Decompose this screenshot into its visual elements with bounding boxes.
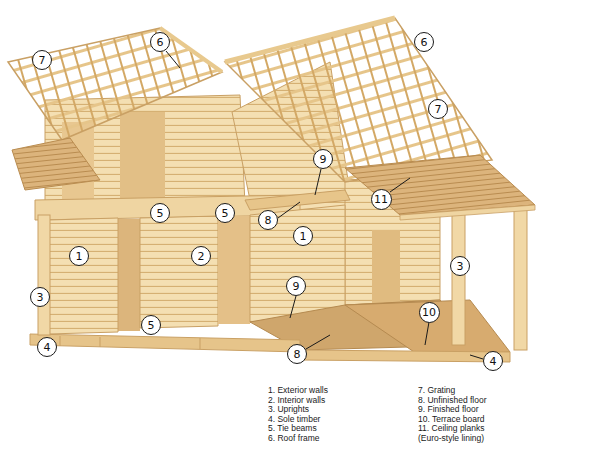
- callout-circle: 5: [150, 203, 170, 223]
- legend-entry: 10. Terrace board: [418, 415, 484, 425]
- callout-number: 6: [421, 37, 428, 48]
- legend-entry: 7. Grating: [418, 386, 455, 396]
- callout-circle: 9: [313, 149, 333, 169]
- callout-circle: 3: [30, 287, 50, 307]
- callout-circle: 8: [258, 210, 278, 230]
- callout-number: 6: [157, 37, 164, 48]
- legend-entry: 4. Sole timber: [268, 415, 320, 425]
- callout-number: 2: [198, 251, 205, 262]
- callout-circle: 4: [37, 337, 57, 357]
- callout-number: 5: [222, 208, 229, 219]
- legend-entry: 5. Tie beams: [268, 424, 317, 434]
- legend-entry: 11. Ceiling planks (Euro-style lining): [418, 424, 510, 443]
- callout-circle: 9: [286, 276, 306, 296]
- callout-circle: 2: [191, 246, 211, 266]
- callout-circle: 3: [450, 256, 470, 276]
- callout-number: 4: [44, 342, 51, 353]
- callout-number: 11: [374, 194, 388, 205]
- callout-circle: 7: [32, 50, 52, 70]
- callout-number: 3: [37, 292, 44, 303]
- callout-circle: 11: [371, 189, 392, 210]
- callout-number: 8: [294, 349, 301, 360]
- legend-entry: 9. Finished floor: [418, 405, 478, 415]
- callout-circle: 1: [69, 246, 89, 266]
- callout-number: 1: [300, 231, 307, 242]
- legend-entry: 6. Roof frame: [268, 434, 320, 444]
- callout-number: 3: [457, 261, 464, 272]
- callout-circle: 5: [141, 315, 161, 335]
- callout-number: 9: [293, 281, 300, 292]
- callout-circle: 1: [293, 226, 313, 246]
- callout-number: 5: [157, 208, 164, 219]
- callout-number: 5: [148, 320, 155, 331]
- callout-circle: 6: [150, 32, 170, 52]
- callout-circle: 5: [215, 203, 235, 223]
- callout-number: 7: [435, 104, 442, 115]
- callout-circle: 10: [419, 302, 440, 323]
- callout-number: 7: [39, 55, 46, 66]
- legend-entry: 8. Unfinished floor: [418, 396, 487, 406]
- callout-number: 10: [422, 307, 436, 318]
- callout-circle: 8: [287, 344, 307, 364]
- callout-number: 1: [76, 251, 83, 262]
- callout-number: 8: [265, 215, 272, 226]
- callout-number: 4: [490, 356, 497, 367]
- legend-entry: 2. Interior walls: [268, 396, 325, 406]
- legend-entry: 1. Exterior walls: [268, 386, 328, 396]
- callout-number: 9: [320, 154, 327, 165]
- callout-circle: 6: [414, 32, 434, 52]
- callout-circle: 7: [428, 99, 448, 119]
- legend-entry: 3. Uprights: [268, 405, 309, 415]
- callout-circle: 4: [483, 351, 503, 371]
